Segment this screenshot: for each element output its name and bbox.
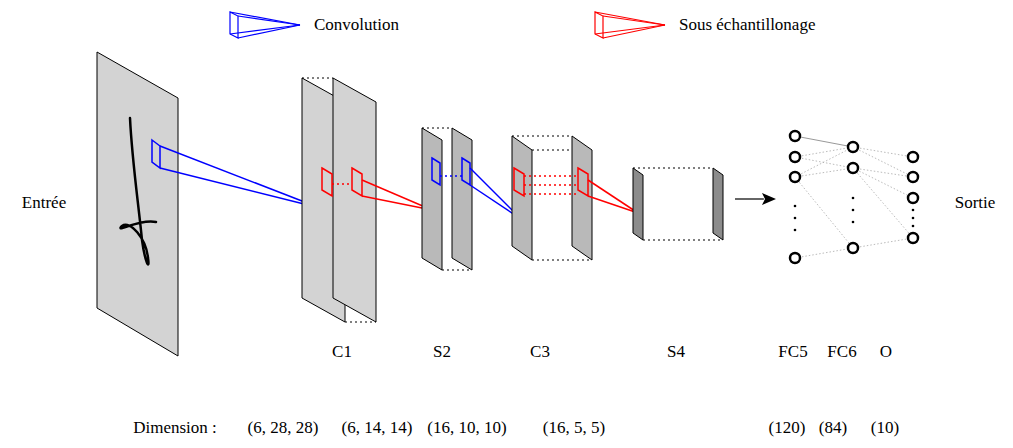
- dimension-value: (84): [819, 419, 847, 438]
- dimension-value: (6, 28, 28): [248, 419, 319, 438]
- layer-name: C1: [332, 343, 352, 362]
- layer-name: FC6: [827, 343, 856, 362]
- dimension-value: (16, 10, 10): [427, 419, 506, 438]
- dimension-value: (120): [769, 419, 806, 438]
- flatten-arrow: [735, 193, 776, 205]
- output-label: Sortie: [955, 194, 996, 213]
- layer-name: S4: [667, 343, 685, 362]
- s2-maps: [422, 128, 472, 270]
- legend-text: Sous échantillonage: [679, 16, 815, 35]
- layer-name: FC5: [778, 343, 807, 362]
- layer-name: C3: [530, 343, 550, 362]
- layer-name: S2: [433, 343, 451, 362]
- layer-name: O: [880, 343, 892, 362]
- subsampling-icon: [595, 12, 665, 38]
- legend-text: Convolution: [314, 16, 399, 35]
- conv-window: [152, 140, 320, 208]
- c3-maps: [512, 136, 592, 260]
- subsample-window: [322, 168, 432, 210]
- convolution-icon: [230, 12, 300, 38]
- conv-window: [432, 158, 521, 219]
- dimension-value: (6, 14, 14): [342, 419, 413, 438]
- c1-maps: [302, 78, 376, 322]
- ellipsis-dots: [794, 197, 915, 232]
- handwritten-digit: [121, 118, 156, 264]
- dimension-value: (10): [871, 419, 899, 438]
- neurons: [790, 131, 918, 263]
- dimension-heading: Dimension :: [133, 419, 217, 438]
- fc-connection: [795, 136, 853, 147]
- dimension-value: (16, 5, 5): [543, 419, 605, 438]
- input-label: Entrée: [22, 194, 66, 213]
- s4-maps: [633, 168, 723, 240]
- fc-connections: [795, 147, 913, 258]
- subsample-window: [514, 168, 638, 213]
- input-plane: [97, 52, 178, 356]
